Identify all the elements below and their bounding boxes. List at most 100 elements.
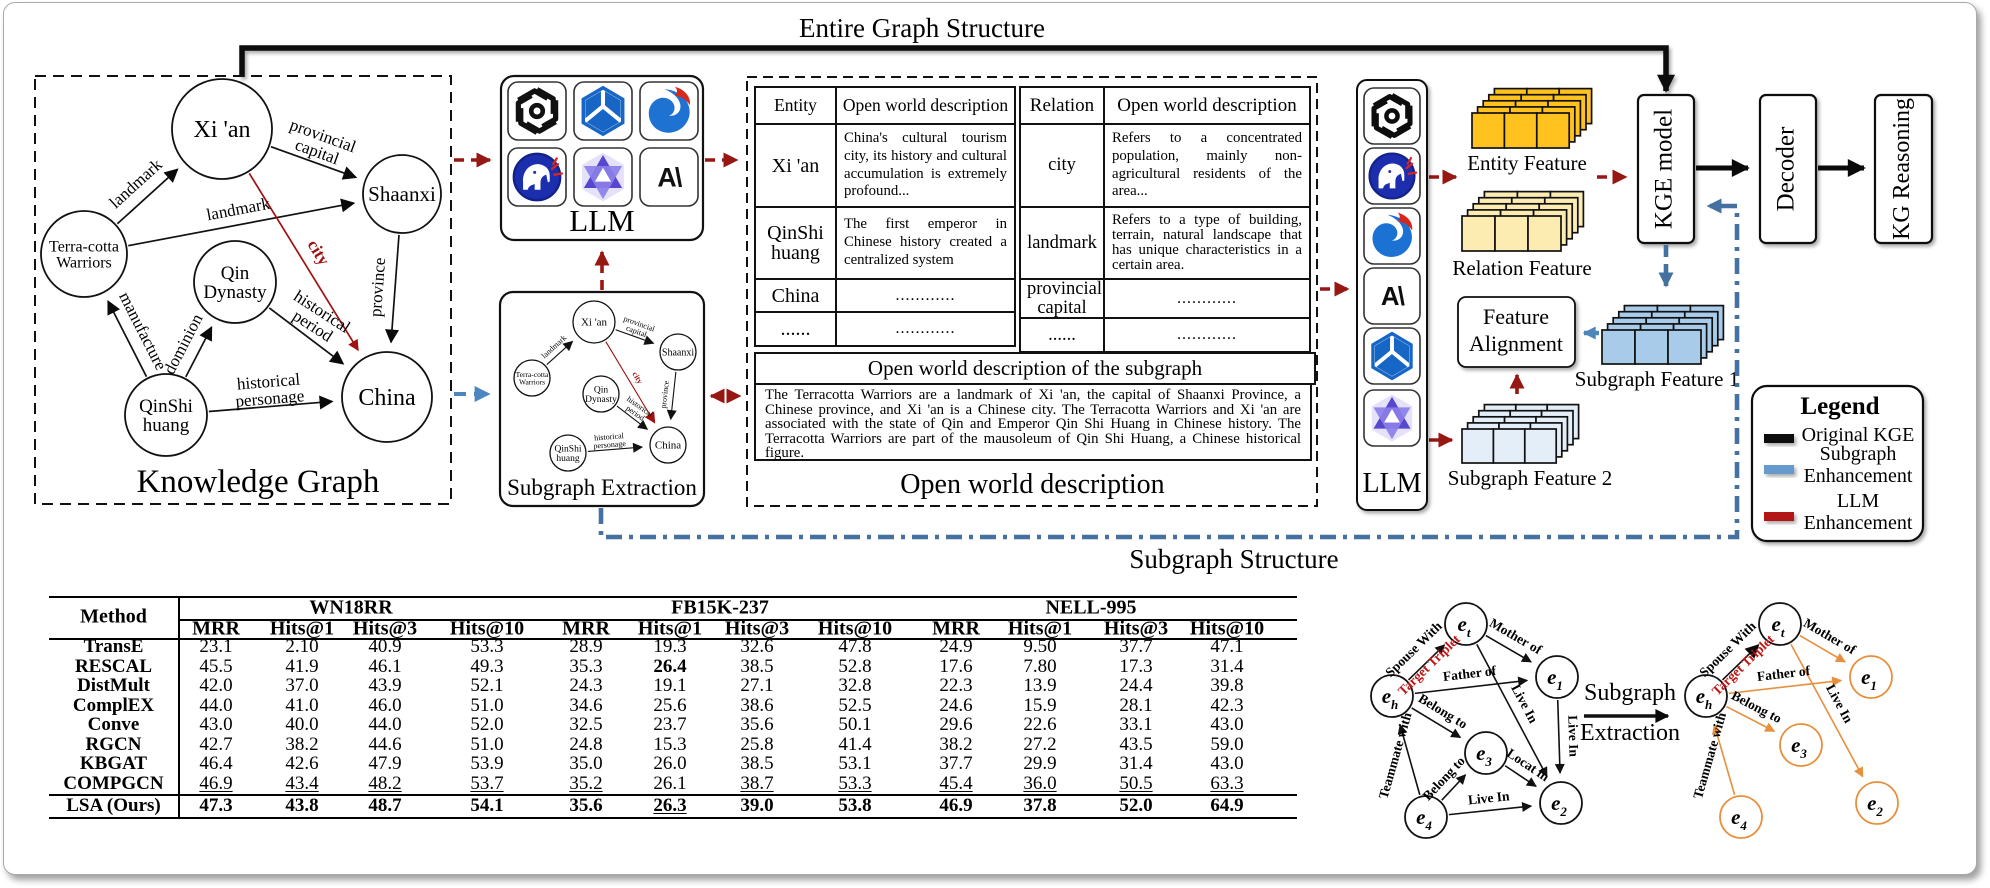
- graph-edge-e4-eh: [1712, 723, 1736, 796]
- star-shield-icon-path: [1384, 409, 1400, 423]
- graph-node-e1: [1535, 655, 1579, 699]
- graph-edge-label-tspan: personage: [593, 439, 626, 451]
- llm-grid-label: LLM: [569, 203, 634, 238]
- graph-edge-e1-e2: [1554, 699, 1565, 775]
- feature-alignment-line2: Alignment: [1469, 331, 1563, 356]
- graph-edge-xian-shaanxi: [270, 145, 358, 180]
- graph-node-label-e2-tspan: e: [1551, 791, 1560, 815]
- value-cell: 50.5: [1119, 772, 1153, 794]
- anthropic-icon-text: A\: [1381, 283, 1405, 311]
- row-key: Xi 'an: [754, 123, 837, 208]
- subgraph-description-header-text: Open world description of the subgraph: [867, 356, 1203, 380]
- openai-tile: [507, 81, 567, 141]
- flame-icon-path: [648, 88, 690, 133]
- graph-edge-label: historicalpersonage: [233, 369, 305, 410]
- dataset-header-FB15K-237: FB15K-237: [671, 596, 769, 619]
- graph-node-label-e3-tspan: e: [1476, 741, 1485, 765]
- method-ComplEX: ComplEX: [72, 694, 155, 716]
- graph-edge-label: historicalperiod: [281, 286, 354, 351]
- graph-node-label-tcw-tspan: Terra-cotta: [516, 370, 549, 379]
- row-description: Refers to a type of building, terrain, n…: [1103, 206, 1311, 280]
- graph-node-label-qind-tspan: Dynasty: [203, 282, 267, 303]
- graph-node-label-e4-tspan: e: [1731, 805, 1740, 829]
- method-COMPGCN: COMPGCN: [63, 772, 164, 794]
- row-key: city: [1019, 123, 1105, 208]
- value-cell: 26.0: [653, 753, 687, 775]
- graph-edge-label-tspan: Father of: [1442, 663, 1497, 684]
- value-cell: 26.1: [653, 772, 687, 794]
- flame-icon-path: [1397, 212, 1413, 231]
- subgraph-feature-2: Subgraph Feature 2: [1448, 403, 1612, 490]
- openai-icon-g-path: [1372, 94, 1404, 108]
- value-cell: 52.1: [470, 675, 504, 697]
- value-cell: 52.0: [470, 714, 504, 736]
- row-key: ......: [754, 311, 837, 347]
- row-key: ......: [1019, 317, 1105, 353]
- graph-edge-qinshi-tcw: [107, 299, 148, 378]
- value-cell: 35.0: [569, 753, 603, 775]
- method-header: Method: [80, 605, 147, 628]
- value-cell: 37.8: [1023, 795, 1057, 816]
- value-cell: 52.0: [1119, 795, 1153, 816]
- kge-model-box-rect: [1636, 93, 1696, 245]
- graph-edge-label: Belong to: [1416, 691, 1470, 732]
- flame-icon-path: [674, 86, 691, 106]
- method-KBGAT: KBGAT: [79, 753, 148, 775]
- cube-icon-path: [1372, 333, 1412, 379]
- flame-icon: [648, 86, 691, 133]
- graph-edge-shaanxi-china: [666, 371, 677, 421]
- cube-icon-path: [583, 87, 623, 135]
- graph-edge-label: Live In: [1467, 788, 1510, 807]
- graph-node-label-eh: eh: [1696, 684, 1713, 712]
- graph-edge-et-e2: [1790, 643, 1864, 778]
- graph-edge-label: historicalpersonage: [592, 431, 626, 451]
- elephant-icon-circle: [533, 170, 537, 174]
- openai-tile: [1363, 87, 1421, 145]
- value-cell: 43.4: [285, 772, 319, 794]
- value-cell: 53.1: [838, 753, 872, 775]
- graph-node-et: [1758, 602, 1802, 646]
- graph-node-label-eh: eh: [1382, 684, 1399, 712]
- graph-edge-label: city: [304, 236, 334, 269]
- entity-feature-label: Entity Feature: [1467, 151, 1587, 175]
- value-cell: 39.8: [1210, 675, 1244, 697]
- graph-node-label-et: et: [1772, 612, 1785, 640]
- subgraph-structure-label: Subgraph Structure: [1129, 544, 1338, 574]
- elephant-icon: [1368, 152, 1418, 200]
- elephant-icon-circle: [1388, 170, 1392, 173]
- kge-model-box: KGE model: [1636, 93, 1696, 245]
- value-cell: 24.8: [569, 733, 603, 755]
- legend-swatch-1: [1764, 465, 1794, 474]
- metric-header: Hits@3: [352, 617, 418, 640]
- graph-node-e4: [1719, 795, 1763, 839]
- relation-feature-rect: [1527, 215, 1562, 252]
- value-cell: 26.3: [653, 795, 687, 816]
- value-cell: 42.7: [199, 733, 233, 755]
- value-cell: 52.8: [838, 655, 872, 677]
- graph-node-label-qind-tspan: Qin: [594, 385, 609, 395]
- llm-column-label: LLM: [1362, 468, 1421, 499]
- legend-item-1-line1: Enhancement: [1804, 465, 1913, 487]
- row-key: China: [754, 278, 837, 313]
- cube-icon-path: [581, 85, 625, 137]
- graph-node-label-china-tspan: China: [358, 385, 416, 411]
- value-cell: 17.3: [1119, 655, 1153, 677]
- value-cell: 38.7: [740, 772, 774, 794]
- value-cell: 15.3: [653, 733, 687, 755]
- value-cell: 27.1: [740, 675, 774, 697]
- value-cell: 53.8: [838, 795, 872, 816]
- value-cell: 34.6: [569, 694, 603, 716]
- graph-edge-eh-et: [1407, 644, 1446, 681]
- method-RGCN: RGCN: [85, 733, 142, 755]
- row-key: landmark: [1019, 206, 1105, 280]
- value-cell: 44.0: [368, 714, 402, 736]
- legend-swatch-2: [1764, 512, 1794, 521]
- metric-header: MRR: [932, 617, 980, 640]
- graph-node-label-eh-tspan: e: [1382, 684, 1391, 708]
- value-cell: 29.6: [939, 714, 973, 736]
- metric-header: Hits@10: [449, 617, 525, 640]
